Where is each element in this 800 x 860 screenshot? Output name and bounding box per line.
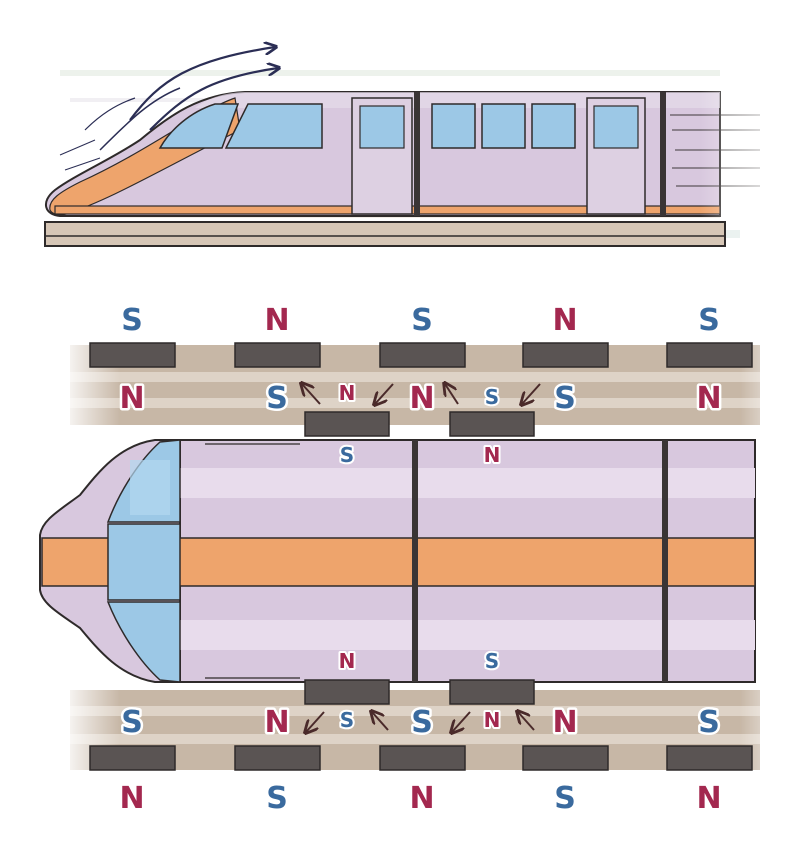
train-magnet [304,679,390,705]
pole-label: N [264,705,289,740]
pole-label: N [119,381,144,416]
side-track [44,221,726,247]
top-view-train [39,439,756,683]
train-stripe [41,537,756,587]
pole-label: N [484,708,501,732]
side-train-window [531,103,576,149]
pole-labels: S N S N S N S N S N N S S N N S S N S N … [117,301,724,819]
pole-label: N [552,303,577,338]
magnet [89,745,176,771]
guideway-magnets-bottom [89,745,753,771]
train-magnet [304,411,390,437]
pole-label: N [119,781,144,816]
magnet [379,745,466,771]
pole-label: N [409,781,434,816]
train-magnet [449,411,535,437]
pole-label: N [696,381,721,416]
pole-label: S [554,381,576,416]
side-train-window [431,103,476,149]
magnet [89,342,176,368]
pole-label: S [554,781,576,816]
pole-label: N [339,649,356,673]
pole-label: S [266,781,288,816]
guideway-magnets-top [89,342,753,368]
pole-label: N [339,381,356,405]
pole-label: S [121,303,143,338]
pole-label: N [484,443,501,467]
pole-label: S [411,303,433,338]
magnet [666,745,753,771]
magnet [379,342,466,368]
train-magnet [449,679,535,705]
magnet [666,342,753,368]
side-train-window [481,103,526,149]
pole-label: S [340,443,354,467]
pole-label: S [485,385,499,409]
magnet [522,342,609,368]
pole-label: S [340,708,354,732]
pole-label: N [552,705,577,740]
magnet [522,745,609,771]
pole-label: S [266,381,288,416]
pole-label: S [121,705,143,740]
pole-label: S [485,649,499,673]
side-view-train-icon [44,70,800,247]
side-train-windshield [158,103,240,149]
magnet [234,342,321,368]
pole-label: N [409,381,434,416]
train-magnets [304,411,535,705]
force-arrow-icon [302,384,541,732]
pole-label: N [696,781,721,816]
pole-label: S [698,303,720,338]
airflow-arrow-icon [59,47,278,171]
magnet [234,745,321,771]
side-train-window-front [224,103,323,149]
pole-label: S [698,705,720,740]
pole-label: S [411,705,433,740]
pole-label: N [264,303,289,338]
